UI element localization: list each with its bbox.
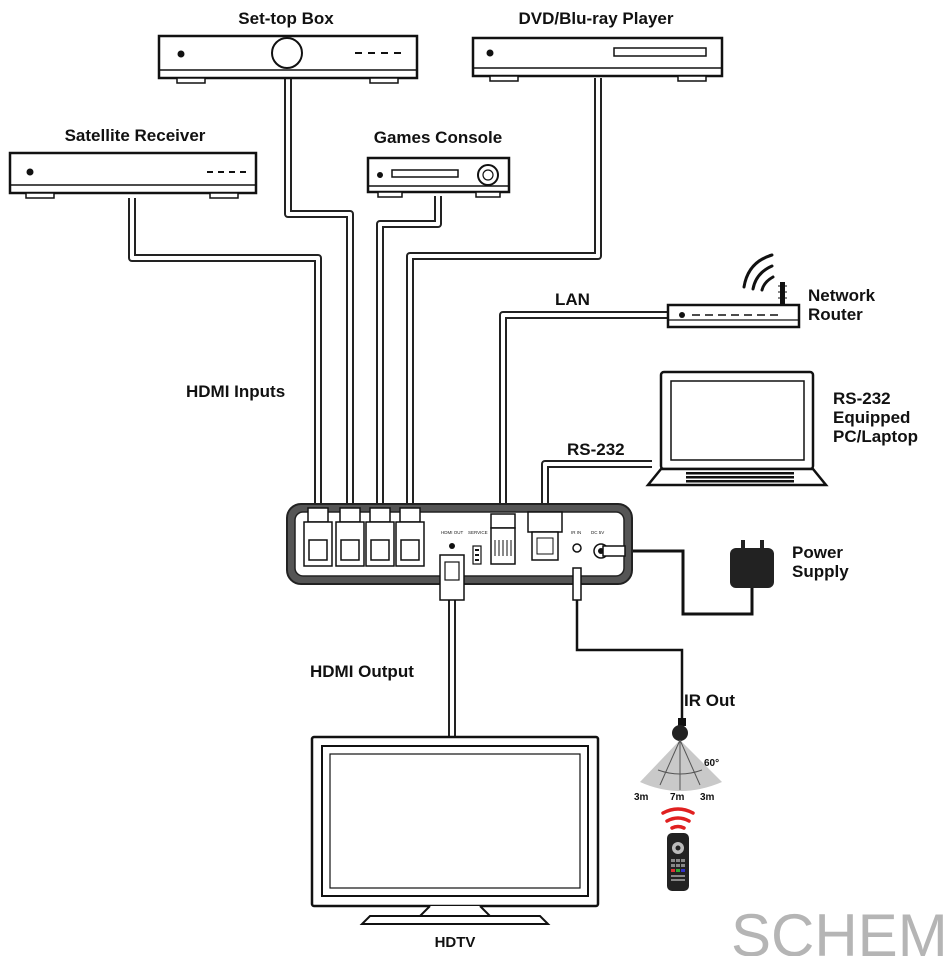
hdtv-label: HDTV (435, 934, 476, 951)
cables (128, 78, 668, 740)
pc-laptop-label: RS-232 Equipped PC/Laptop (833, 389, 918, 446)
satellite-receiver-label: Satellite Receiver (65, 126, 206, 145)
power-supply-label: Power Supply (792, 543, 849, 581)
dvd-player-label: DVD/Blu-ray Player (519, 9, 674, 28)
hdtv (310, 735, 600, 925)
ir-range-left-label: 3m (634, 792, 649, 803)
rs232-port (527, 511, 563, 561)
ir-range-fan (640, 739, 722, 791)
hdmi-inputs-label: HDMI Inputs (186, 382, 285, 401)
games-console (366, 156, 511, 198)
dc-port-label: DC 5V (591, 530, 604, 535)
power-supply-label-line2: Supply (792, 562, 849, 581)
pc-laptop-label-line2: Equipped (833, 408, 910, 427)
ir-in-port-label: IR IN (571, 530, 581, 535)
service-port-label: SERVICE (468, 530, 488, 535)
ir-range-right-label: 3m (700, 792, 715, 803)
pc-laptop-label-line1: RS-232 (833, 389, 891, 408)
lan-port (490, 513, 516, 565)
power-supply-label-line1: Power (792, 543, 843, 562)
hdmi-cable-1 (128, 198, 322, 508)
switcher-unit: HDMI OUT SERVICE IR IN DC 5V (286, 503, 633, 601)
network-router (666, 282, 801, 329)
hdmi-out-port-label: HDMI OUT (441, 530, 463, 535)
set-top-box (157, 34, 419, 84)
lan-cable (499, 311, 668, 515)
ir-range-center-label: 7m (670, 792, 685, 803)
network-router-label-line2: Router (808, 305, 863, 324)
network-router-label: Network Router (808, 286, 880, 324)
pc-laptop-label-line3: PC/Laptop (833, 427, 918, 446)
set-top-box-label: Set-top Box (238, 9, 334, 28)
hdmi-output-label: HDMI Output (310, 662, 414, 681)
rs232-label: RS-232 (567, 440, 625, 459)
pc-laptop (645, 370, 829, 487)
games-console-label: Games Console (374, 128, 503, 147)
satellite-receiver (8, 151, 258, 199)
hdmi-input-ports (303, 507, 425, 567)
lan-label: LAN (555, 290, 590, 309)
power-cable (625, 549, 754, 616)
remote-control-icon (667, 833, 689, 891)
rs232-cable (541, 460, 652, 508)
ir-out-label: IR Out (684, 691, 735, 710)
ir-signal-icon (661, 807, 695, 830)
ir-angle-label: 60° (704, 758, 719, 769)
ir-emitter (672, 718, 688, 741)
ir-cable (575, 600, 684, 722)
wifi-icon (742, 253, 775, 292)
network-router-label-line1: Network (808, 286, 876, 305)
watermark: SCHEMA (731, 902, 947, 956)
power-adapter-icon (730, 540, 774, 588)
dvd-player (471, 36, 724, 82)
